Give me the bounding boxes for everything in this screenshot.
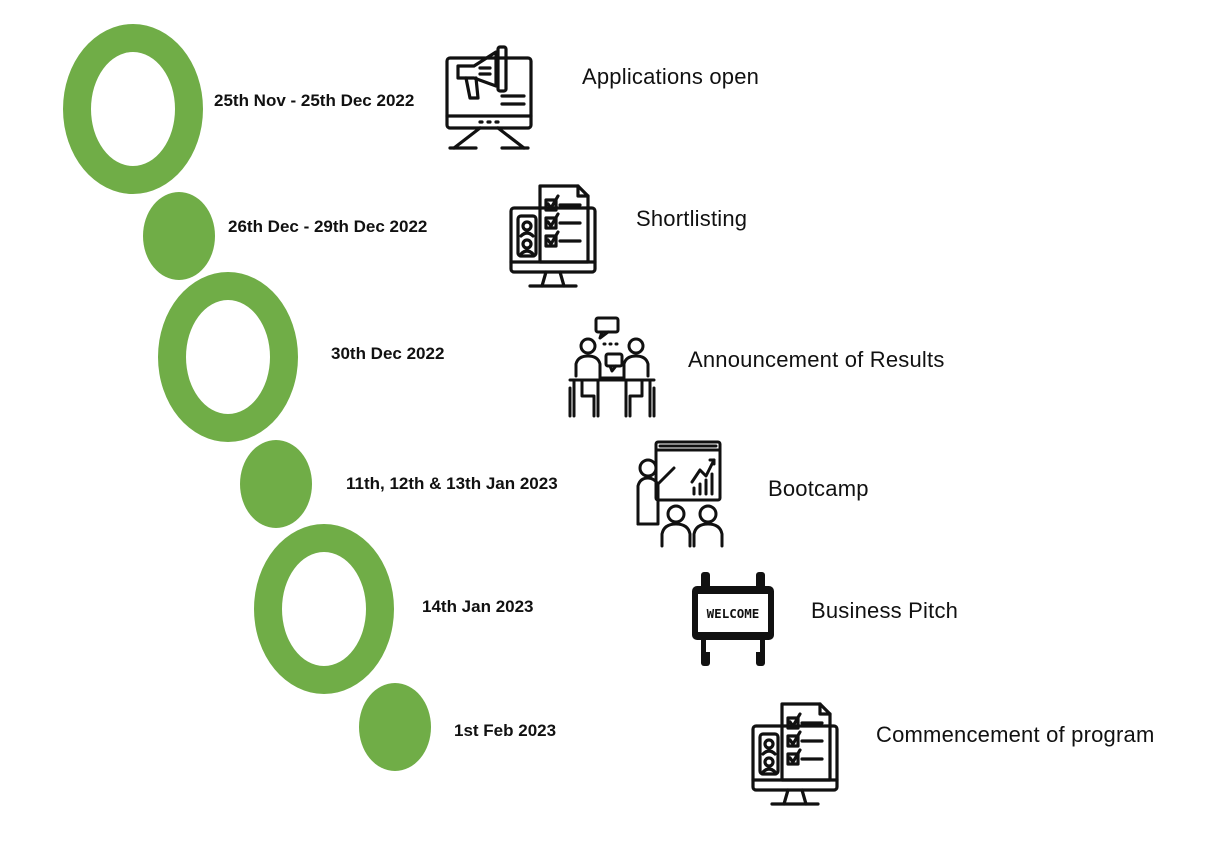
timeline-date: 1st Feb 2023 <box>454 721 557 740</box>
timeline-marker-ring <box>158 272 298 442</box>
welcome-sign-text: WELCOME <box>707 606 760 621</box>
timeline-marker-dot <box>359 683 431 771</box>
timeline-date: 25th Nov - 25th Dec 2022 <box>214 91 415 110</box>
megaphone-monitor-icon <box>444 42 536 152</box>
candidate-checklist-icon <box>508 182 598 292</box>
timeline-date: 30th Dec 2022 <box>331 344 445 363</box>
candidate-checklist-icon <box>750 700 840 810</box>
timeline-step-label: Business Pitch <box>811 598 959 623</box>
timeline-step-label: Applications open <box>582 64 760 89</box>
timeline-step-label: Commencement of program <box>876 722 1155 747</box>
timeline-date: 26th Dec - 29th Dec 2022 <box>228 217 428 236</box>
timeline-marker-dot <box>240 440 312 528</box>
timeline-step-label: Shortlisting <box>636 206 748 231</box>
timeline-step-label: Bootcamp <box>768 476 869 501</box>
timeline-marker-ring <box>63 24 203 194</box>
timeline-date: 14th Jan 2023 <box>422 597 534 616</box>
timeline-marker-ring <box>254 524 394 694</box>
timeline-date: 11th, 12th & 13th Jan 2023 <box>346 474 558 493</box>
welcome-sign-icon: WELCOME <box>690 570 776 666</box>
timeline-marker-dot <box>143 192 215 280</box>
presentation-icon <box>634 440 724 548</box>
timeline-step-label: Announcement of Results <box>688 347 945 372</box>
meeting-icon <box>568 316 656 420</box>
